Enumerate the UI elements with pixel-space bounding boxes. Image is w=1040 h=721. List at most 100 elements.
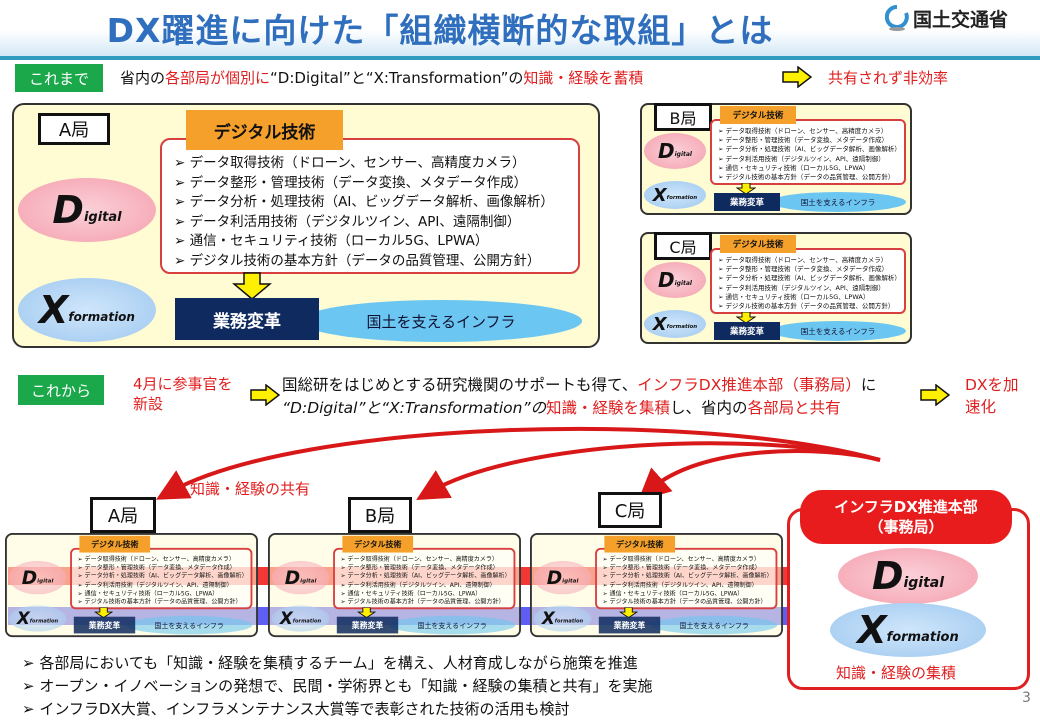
bureau-label: B局 — [654, 103, 712, 131]
text: igital — [674, 279, 692, 287]
before-badge: これまで — [15, 64, 103, 92]
text: formation — [554, 618, 584, 625]
hq-title: インフラDX推進本部（事務局） — [800, 490, 1012, 544]
list-item: データ利活用技術（デジタルツイン、API、遠隔制御） — [174, 213, 578, 233]
arrow-down-icon — [619, 607, 638, 619]
bureau-label-b: B局 — [348, 497, 412, 533]
tech-list: データ取得技術（ドローン、センサー、高精度カメラ）データ整形・管理技術（データ変… — [333, 547, 516, 610]
list-item: データ整形・管理技術（データ変換、メタデータ作成） — [718, 136, 904, 145]
list-item: データ取得技術（ドローン、センサー、高精度カメラ） — [718, 256, 904, 265]
before-statement: 省内の各部局が個別に“D:Digital”と“X:Transformation”… — [120, 67, 643, 88]
infra-ellipse: 国土を支えるインフラ — [388, 615, 516, 635]
tech-list: データ取得技術（ドローン、センサー、高精度カメラ）データ整形・管理技術（データ変… — [70, 547, 253, 610]
infra-ellipse: 国土を支えるインフラ — [770, 192, 906, 212]
text: D — [658, 268, 675, 292]
list-item: データ整形・管理技術（データ変換、メタデータ作成） — [78, 564, 251, 573]
text: D — [546, 566, 563, 589]
tech-list: データ取得技術（ドローン、センサー、高精度カメラ）データ整形・管理技術（データ変… — [710, 248, 906, 314]
bureau-label-c: C局 — [598, 492, 662, 528]
text: formation — [886, 629, 959, 645]
text: 知識・経験を集積 — [546, 399, 671, 417]
before-result: 共有されず非効率 — [828, 69, 949, 87]
tech-title: デジタル技術 — [342, 535, 414, 553]
list-item: データ整形・管理技術（データ変換、メタデータ作成） — [174, 174, 578, 194]
text: X — [279, 608, 293, 629]
list-item: データ利活用技術（デジタルツイン、API、遠隔制御） — [718, 284, 904, 293]
list-item: データ取得技術（ドローン、センサー、高精度カメラ） — [603, 555, 776, 564]
bullet-item: 各部局においても「知識・経験を集積するチーム」を構え、人材育成しながら施策を推進 — [22, 652, 653, 675]
tech-list: データ取得技術（ドローン、センサー、高精度カメラ） データ整形・管理技術（データ… — [160, 138, 580, 274]
reform-box: 業務変革 — [714, 193, 780, 211]
text: formation — [292, 618, 322, 625]
list-item: デジタル技術の基本方針（データの品質管理、公開方針） — [341, 598, 514, 607]
share-arrow-b — [416, 441, 881, 500]
list-item: 通信・セキュリティ技術（ローカル5G、LPWA） — [341, 590, 514, 599]
tech-title: デジタル技術 — [720, 106, 796, 124]
bullet-list: 各部局においても「知識・経験を集積するチーム」を構え、人材育成しながら施策を推進… — [22, 652, 653, 721]
list-item: デジタル技術の基本方針（データの品質管理、公開方針） — [174, 252, 578, 272]
bullet-item: オープン・イノベーションの発想で、民間・学術界とも「知識・経験の集積と共有」を実… — [22, 675, 652, 698]
list-item: データ取得技術（ドローン、センサー、高精度カメラ） — [341, 555, 514, 564]
text: に — [860, 376, 877, 394]
arrow-down-icon — [357, 607, 376, 619]
after-badge: これから — [18, 375, 104, 405]
list-item: データ利活用技術（デジタルツイン、API、遠隔制御） — [341, 581, 514, 590]
text: 知識・経験を蓄積 — [523, 69, 644, 87]
sharing-arrows — [155, 426, 881, 501]
mini-bureau-card: B局 データ取得技術（ドローン、センサー、高精度カメラ）データ整形・管理技術（デ… — [640, 103, 912, 215]
text: formation — [666, 195, 698, 201]
reform-box: 業務変革 — [714, 322, 780, 340]
mini-bureau-card: C局 データ取得技術（ドローン、センサー、高精度カメラ）データ整形・管理技術（デ… — [640, 232, 912, 344]
text: 国総研をはじめとする研究機関のサポートも得て、 — [282, 376, 638, 394]
infra-ellipse: 国土を支えるインフラ — [125, 615, 253, 635]
bullet-item: インフラDX大賞、インフラメンテナンス大賞等で表彰された技術の活用も検討 — [22, 698, 653, 721]
text: インフラDX推進本部（事務局） — [637, 376, 861, 394]
bureau-label: A局 — [38, 113, 110, 145]
tech-list: データ取得技術（ドローン、センサー、高精度カメラ）データ整形・管理技術（データ変… — [595, 547, 778, 610]
text: 各部局が個別に — [165, 69, 271, 87]
share-arrow-a — [155, 426, 881, 500]
new-post-text: 4月に参事官を新設 — [133, 375, 233, 413]
text: し、省内の — [670, 399, 748, 417]
list-item: データ利活用技術（デジタルツイン、API、遠隔制御） — [603, 581, 776, 590]
arrow-down-icon — [736, 312, 756, 324]
text: X — [541, 608, 555, 629]
list-item: データ分析・処理技術（AI、ビッグデータ解析、画像解析） — [718, 145, 904, 154]
reform-box: 業務変革 — [175, 298, 319, 340]
bureau-label-a: A局 — [90, 497, 156, 533]
text: “D:Digital”と“X:Transformation”の — [282, 399, 547, 417]
reform-box: 業務変革 — [598, 616, 661, 634]
list-item: 通信・セキュリティ技術（ローカル5G、LPWA） — [718, 293, 904, 302]
text: igital — [37, 577, 54, 584]
list-item: データ取得技術（ドローン、センサー、高精度カメラ） — [78, 555, 251, 564]
tech-title: デジタル技術 — [720, 235, 796, 253]
text: formation — [68, 310, 135, 324]
page-number: 3 — [1022, 690, 1031, 706]
text: X — [652, 313, 667, 335]
list-item: デジタル技術の基本方針（データの品質管理、公開方針） — [78, 598, 251, 607]
text: D — [52, 188, 84, 232]
infra-ellipse: 国土を支えるインフラ — [300, 300, 582, 342]
share-label: 知識・経験の共有 — [190, 480, 311, 498]
list-item: デジタル技術の基本方針（データの品質管理、公開方針） — [718, 173, 904, 182]
arrow-down-icon — [232, 272, 272, 300]
tech-list: データ取得技術（ドローン、センサー、高精度カメラ）データ整形・管理技術（データ変… — [710, 119, 906, 185]
mini-bureau-card: データ取得技術（ドローン、センサー、高精度カメラ）データ整形・管理技術（データ変… — [530, 533, 783, 638]
text: D — [871, 554, 904, 598]
infra-ellipse: 国土を支えるインフラ — [770, 321, 906, 341]
ministry-emblem-icon — [885, 4, 909, 31]
list-item: データ分析・処理技術（AI、ビッグデータ解析、画像解析） — [78, 572, 251, 581]
reform-box: 業務変革 — [336, 616, 399, 634]
list-item: データ分析・処理技術（AI、ビッグデータ解析、画像解析） — [718, 274, 904, 283]
text: igital — [300, 577, 317, 584]
page-title: DX躍進に向けた「組織横断的な取組」とは — [106, 11, 774, 50]
